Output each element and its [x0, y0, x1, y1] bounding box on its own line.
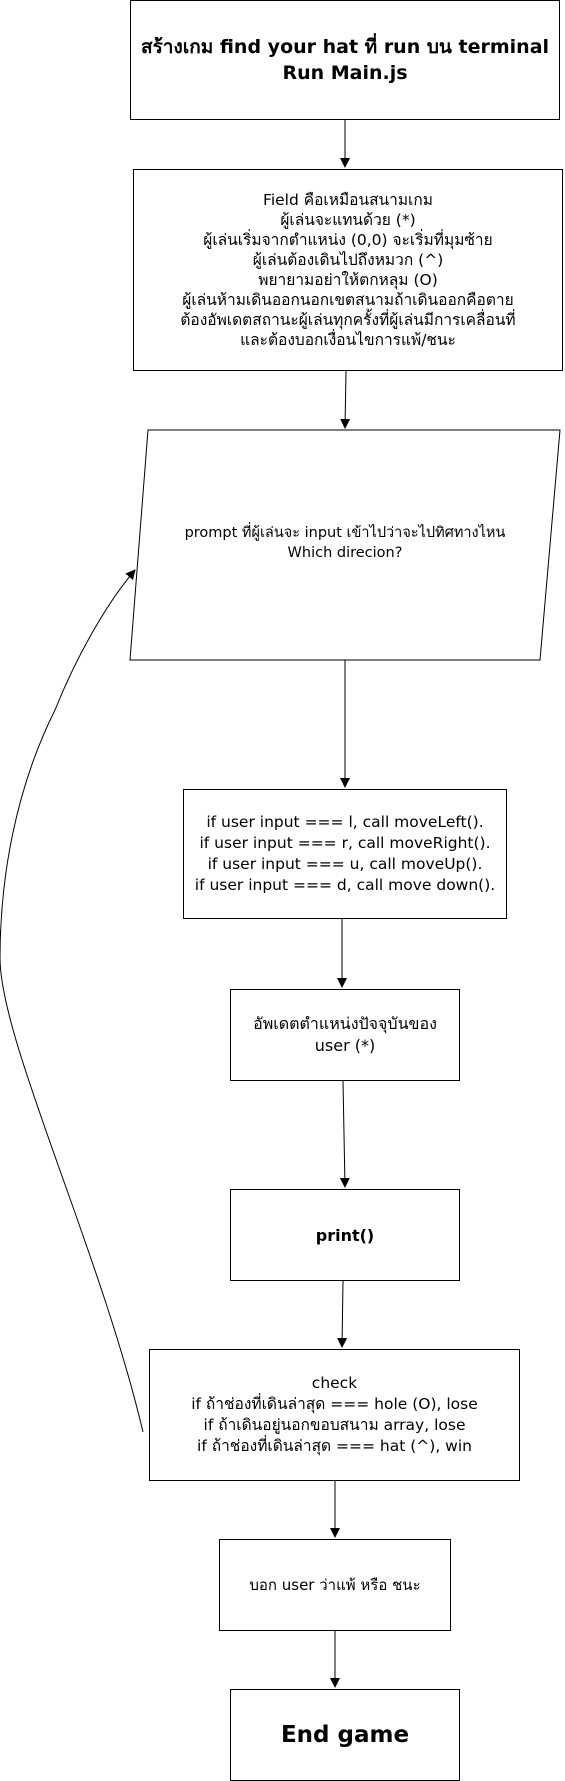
- edge-update-to-print: [339, 1080, 350, 1188]
- prompt-node-shape: [129, 429, 561, 661]
- field-line-8: และต้องบอกเงื่อนไขการแพ้/ชนะ: [240, 331, 456, 349]
- title-line-1: สร้างเกม find your hat ที่ run บน termin…: [140, 36, 550, 58]
- field-line-7: ต้องอัพเดตสถานะผู้เล่นทุกครั้งที่ผู้เล่น…: [180, 311, 516, 329]
- end-node: End game: [230, 1689, 460, 1781]
- check-line-2: if ถ้าช่องที่เดินล่าสุด === hole (O), lo…: [191, 1395, 478, 1413]
- edge-field-to-prompt: [340, 370, 351, 429]
- check-line-3: if ถ้าเดินอยู่นอกขอบสนาม array, lose: [203, 1416, 466, 1434]
- prompt-line-1: prompt ที่ผู้เล่นจะ input เข้าไปว่าจะไปท…: [184, 525, 506, 541]
- title-node: สร้างเกม find your hat ที่ run บน termin…: [130, 0, 560, 120]
- check-line-4: if ถ้าช่องที่เดินล่าสุด === hat (^), win: [197, 1437, 472, 1455]
- prompt-node: prompt ที่ผู้เล่นจะ input เข้าไปว่าจะไปท…: [130, 427, 560, 659]
- result-line-1: บอก user ว่าแพ้ หรือ ชนะ: [249, 1576, 421, 1594]
- update-position-node: อัพเดตตำแหน่งปัจจุบันของ user (*): [230, 989, 460, 1081]
- field-line-6: ผู้เล่นห้ามเดินออกนอกเขตสนามถ้าเดินออกคื…: [182, 291, 514, 309]
- field-line-4: ผู้เล่นต้องเดินไปถึงหมวก (^): [252, 251, 444, 269]
- moves-line-3: if user input === u, call moveUp().: [207, 855, 483, 873]
- field-description-node: Field คือเหมือนสนามเกม ผู้เล่นจะแทนด้วย …: [133, 169, 563, 371]
- check-node: check if ถ้าช่องที่เดินล่าสุด === hole (…: [149, 1349, 520, 1481]
- update-line-1: อัพเดตตำแหน่งปัจจุบันของ: [253, 1014, 437, 1033]
- update-line-2: user (*): [314, 1036, 376, 1055]
- check-line-1: check: [311, 1374, 358, 1392]
- field-line-3: ผู้เล่นเริ่มจากตำแหน่ง (0,0) จะเริ่มที่ม…: [203, 231, 493, 249]
- prompt-line-2: Which direcion?: [287, 545, 403, 561]
- result-node: บอก user ว่าแพ้ หรือ ชนะ: [219, 1539, 451, 1631]
- title-line-2: Run Main.js: [282, 62, 408, 84]
- move-dispatch-node: if user input === l, call moveLeft(). if…: [183, 789, 507, 919]
- moves-line-2: if user input === r, call moveRight().: [199, 834, 491, 852]
- edge-check-loop-back-to-prompt: [0, 569, 144, 1433]
- moves-line-1: if user input === l, call moveLeft().: [206, 813, 484, 831]
- field-line-2: ผู้เล่นจะแทนด้วย (*): [280, 211, 416, 229]
- print-line-1: print(): [315, 1225, 375, 1245]
- field-line-1: Field คือเหมือนสนามเกม: [263, 191, 433, 209]
- end-line-1: End game: [280, 1722, 410, 1748]
- edge-print-to-check: [337, 1280, 348, 1348]
- moves-line-4: if user input === d, call move down().: [194, 876, 496, 894]
- print-node: print(): [230, 1189, 460, 1281]
- field-line-5: พยายามอย่าให้ตกหลุม (O): [258, 271, 438, 289]
